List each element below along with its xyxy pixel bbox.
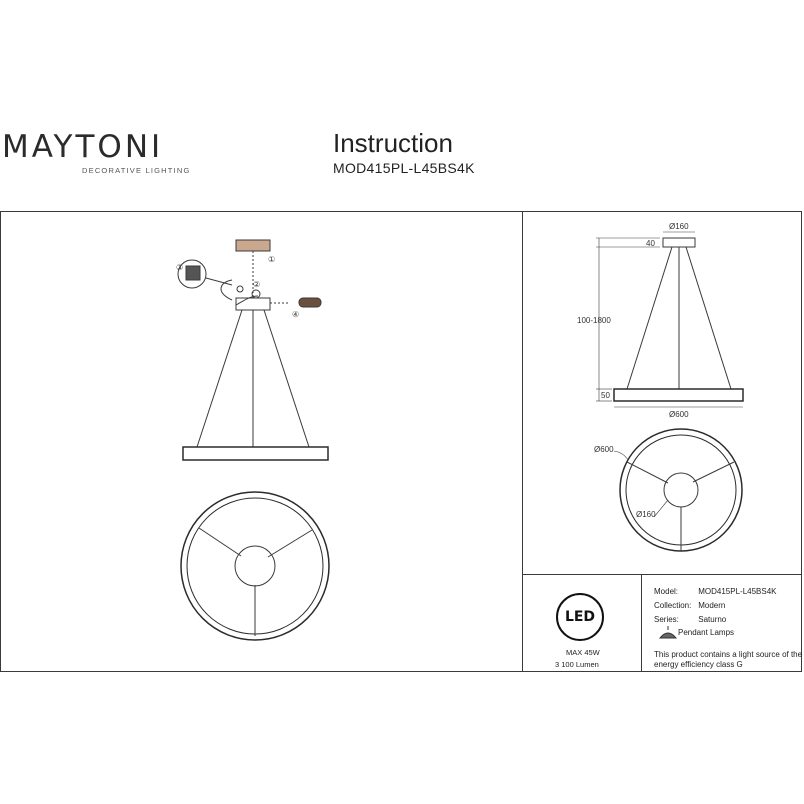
canopy [235,297,271,311]
dim-canopy-height: 40 [646,239,655,248]
elevation-drawing [596,231,744,408]
detail-zoom-icon [177,259,207,289]
step-3-label: ③ [176,263,183,272]
led-badge-icon: LED [556,593,604,641]
spec-collection: Collection: Modern [654,601,725,610]
dim-ring-height: 50 [601,391,610,400]
lumen-output: 3 100 Lumen [555,660,599,669]
spec-series-key: Series: [654,615,679,624]
spec-model-value: MOD415PL-L45BS4K [698,587,777,596]
step-2-label: ② [253,280,260,289]
spec-collection-value: Modern [698,601,726,610]
canopy-plan [234,545,276,587]
dim-plan-inner: Ø160 [636,510,656,519]
pendant-lamp-icon [658,626,678,639]
spec-type: Pendant Lamps [678,628,735,637]
brand-tagline: DECORATIVE LIGHTING [82,166,191,175]
frame-divider-horizontal [522,574,802,575]
led-label: LED [564,609,596,625]
plan-drawing [613,428,743,552]
drawing-frame [0,211,802,672]
screw-icon [298,297,322,308]
spec-model-key: Model: [654,587,679,596]
step-4-label: ④ [292,310,299,319]
frame-divider-vertical [522,211,523,672]
page-title: Instruction [333,128,453,158]
energy-line-1: This product contains a light source of … [654,650,803,659]
frame-divider-info [641,574,642,672]
ring-outer [180,491,330,641]
ceiling-block [235,239,271,252]
dim-canopy-diameter: Ø160 [669,222,689,231]
spec-collection-key: Collection: [654,601,692,610]
brand-logo: MAYTONI DECORATIVE LIGHTING [2,129,191,176]
dim-plan-outer: Ø600 [594,445,614,454]
dim-cable-length: 100-1800 [577,316,611,325]
brand-name: MAYTONI [2,129,164,165]
energy-line-2: energy efficiency class G [654,660,743,669]
model-number: MOD415PL-L45BS4K [333,160,475,176]
spec-series-value: Saturno [698,615,727,624]
step-1-label: ① [268,255,275,264]
spec-model: Model: MOD415PL-L45BS4K [654,587,777,596]
max-power: MAX 45W [566,648,600,657]
spec-series: Series: Saturno [654,615,726,624]
dim-ring-diameter: Ø600 [669,410,689,419]
installation-diagram [177,239,330,641]
